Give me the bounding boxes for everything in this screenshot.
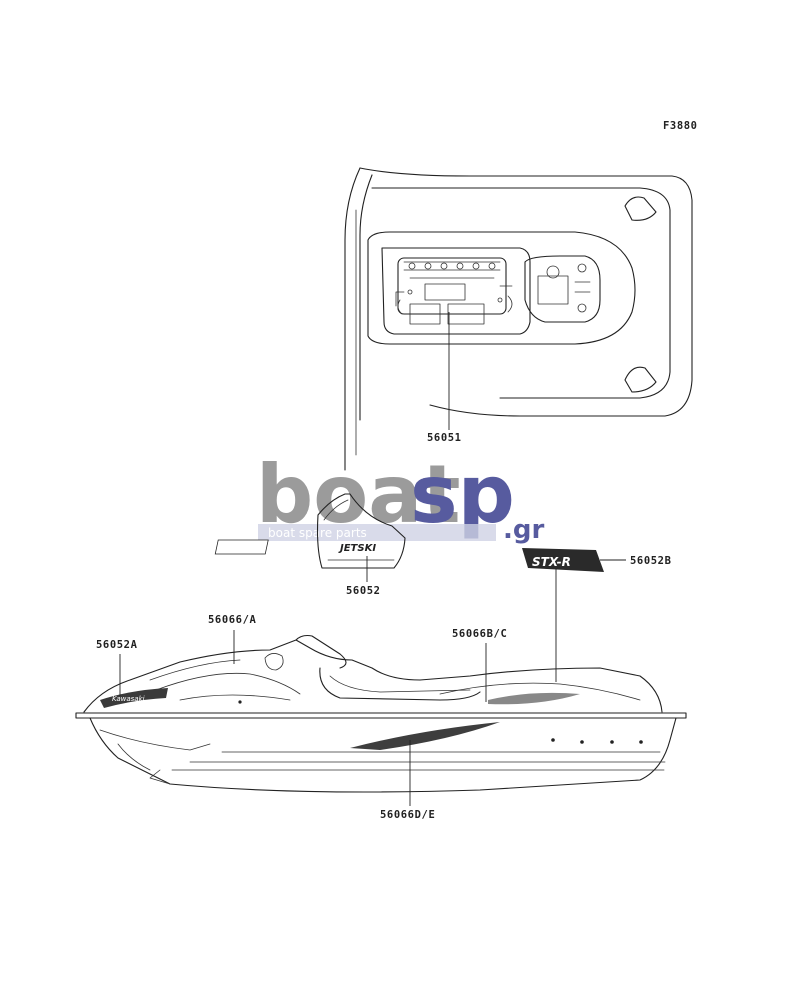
bow-brand-text: Kawasaki: [112, 695, 145, 703]
callout-56052[interactable]: 56052: [346, 585, 381, 597]
stxr-badge-text: STX-R: [532, 555, 571, 569]
jetski-decal-text: JETSKI: [338, 543, 376, 554]
callout-56066A[interactable]: 56066/A: [208, 614, 257, 626]
watermark-word-gr: .gr: [503, 515, 544, 545]
front-compartment: [524, 255, 601, 323]
callout-56051[interactable]: 56051: [427, 432, 462, 444]
deck-top-view: [344, 167, 693, 471]
engine-block: [395, 257, 513, 325]
stxr-badge-decal: STX-R: [522, 548, 604, 572]
watermark-logo: boat sp .gr boat spare parts: [256, 448, 544, 545]
callout-56066BC[interactable]: 56066B/C: [452, 628, 507, 640]
callout-56052B[interactable]: 56052B: [630, 555, 672, 567]
callout-56066DE[interactable]: 56066D/E: [380, 809, 435, 821]
craft-side-view: Kawasaki: [75, 634, 687, 793]
callout-56052A[interactable]: 56052A: [96, 639, 138, 651]
figure-code: F3880: [663, 120, 698, 132]
jetski-side-decal: JETSKI: [214, 493, 406, 569]
